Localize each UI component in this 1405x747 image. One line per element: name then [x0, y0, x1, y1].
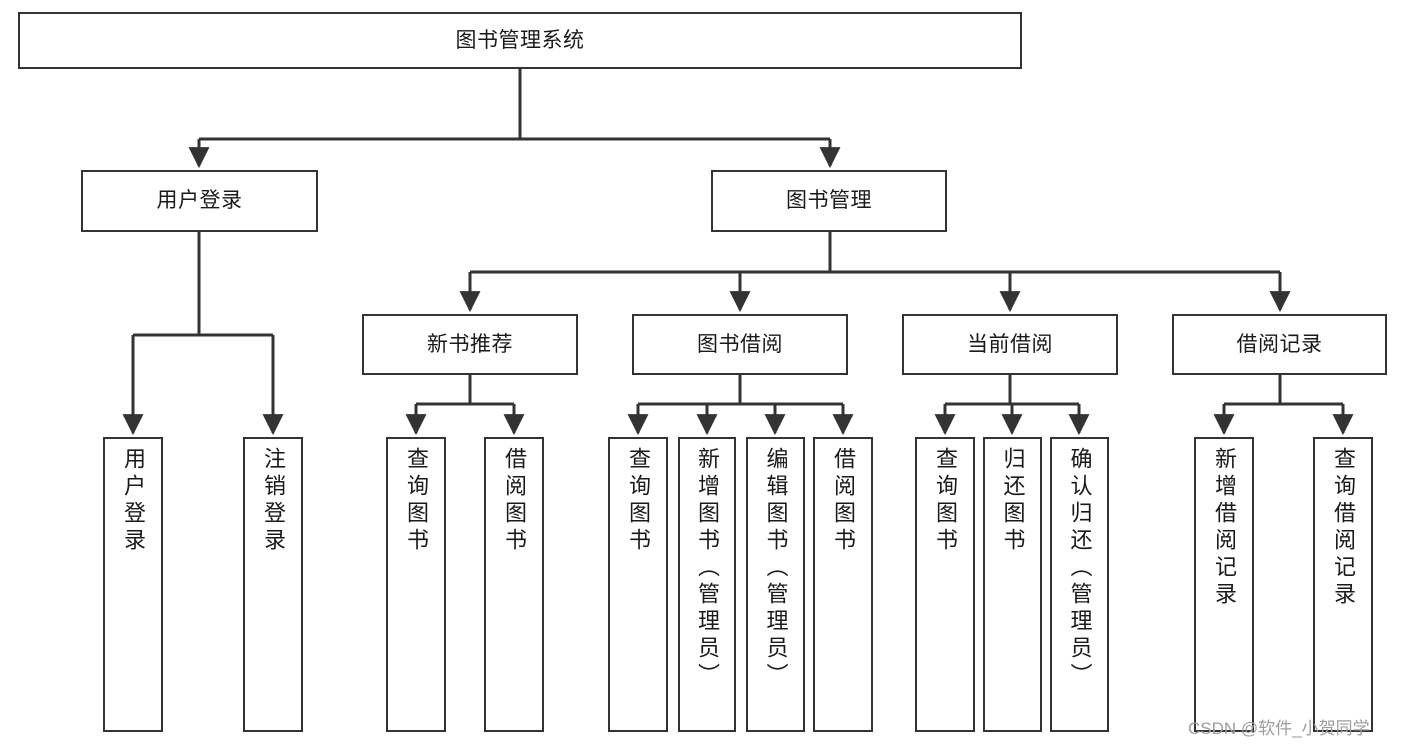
node-leaf-edit-book[interactable]: 编辑图书（管理员）: [746, 437, 805, 732]
node-leaf-return-book-label: 归还图书: [1000, 447, 1026, 555]
node-leaf-borrow-book-2-label: 借阅图书: [831, 447, 856, 555]
node-borrow-record-label: 借阅记录: [1236, 332, 1323, 356]
node-leaf-query-book-3-label: 查询图书: [933, 447, 958, 555]
node-leaf-query-book-1[interactable]: 查询图书: [386, 437, 446, 732]
node-root[interactable]: 图书管理系统: [18, 12, 1022, 69]
node-leaf-borrow-book-1-label: 借阅图书: [502, 447, 527, 555]
node-leaf-logout[interactable]: 注销登录: [243, 437, 303, 732]
node-leaf-user-login[interactable]: 用户登录: [103, 437, 163, 732]
node-leaf-borrow-book-2[interactable]: 借阅图书: [813, 437, 873, 732]
node-leaf-add-book[interactable]: 新增图书（管理员）: [678, 437, 736, 732]
node-leaf-return-book[interactable]: 归还图书: [983, 437, 1042, 732]
node-leaf-confirm-return-label: 确认归还（管理员）: [1067, 447, 1093, 690]
node-book-manage[interactable]: 图书管理: [711, 170, 947, 232]
node-leaf-add-record-label: 新增借阅记录: [1212, 447, 1237, 609]
node-leaf-logout-label: 注销登录: [261, 447, 286, 555]
node-book-borrow[interactable]: 图书借阅: [632, 314, 848, 375]
node-leaf-query-record[interactable]: 查询借阅记录: [1313, 437, 1373, 732]
node-book-manage-label: 图书管理: [786, 189, 872, 213]
node-leaf-borrow-book-1[interactable]: 借阅图书: [484, 437, 544, 732]
node-leaf-query-book-2[interactable]: 查询图书: [608, 437, 668, 732]
node-leaf-confirm-return[interactable]: 确认归还（管理员）: [1050, 437, 1109, 732]
node-leaf-query-book-3[interactable]: 查询图书: [915, 437, 975, 732]
node-leaf-query-record-label: 查询借阅记录: [1331, 447, 1356, 609]
node-book-borrow-label: 图书借阅: [697, 332, 783, 356]
node-new-book-recommend[interactable]: 新书推荐: [362, 314, 578, 375]
node-leaf-query-book-2-label: 查询图书: [626, 447, 651, 555]
node-leaf-query-book-1-label: 查询图书: [404, 447, 429, 555]
node-borrow-record[interactable]: 借阅记录: [1172, 314, 1387, 375]
node-root-label: 图书管理系统: [455, 28, 585, 52]
node-new-book-recommend-label: 新书推荐: [427, 332, 513, 356]
node-current-borrow-label: 当前借阅: [967, 332, 1053, 356]
node-current-borrow[interactable]: 当前借阅: [902, 314, 1118, 375]
node-leaf-add-book-label: 新增图书（管理员）: [695, 447, 720, 690]
csdn-watermark: CSDN @软件_小贺同学: [1188, 719, 1370, 738]
node-leaf-user-login-label: 用户登录: [121, 447, 146, 555]
node-leaf-add-record[interactable]: 新增借阅记录: [1194, 437, 1254, 732]
node-user-login-label: 用户登录: [156, 189, 243, 213]
node-user-login[interactable]: 用户登录: [81, 170, 318, 232]
node-leaf-edit-book-label: 编辑图书（管理员）: [763, 447, 789, 690]
